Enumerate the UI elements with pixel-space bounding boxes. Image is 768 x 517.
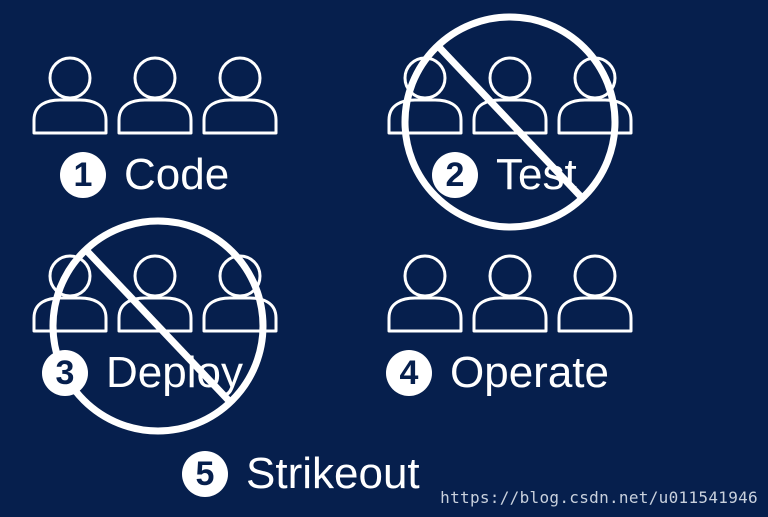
- person-icon: [557, 254, 633, 333]
- stage-label: Strikeout: [246, 449, 420, 498]
- stage-number-badge: 2: [432, 152, 478, 198]
- stage-label: Test: [496, 150, 577, 199]
- stage-operate: 4 Operate: [386, 350, 609, 396]
- stage-test: 2 Test: [432, 152, 577, 198]
- stage-number-badge: 1: [60, 152, 106, 198]
- stage-label: Operate: [450, 348, 609, 397]
- stage-number-badge: 4: [386, 350, 432, 396]
- stage-label: Deploy: [106, 348, 243, 397]
- person-icon: [557, 56, 633, 135]
- team-group-operate: [387, 254, 633, 333]
- stage-strikeout: 5 Strikeout: [182, 451, 420, 497]
- person-icon: [32, 56, 108, 135]
- person-icon: [117, 56, 193, 135]
- stage-number-badge: 5: [182, 451, 228, 497]
- person-icon: [472, 254, 548, 333]
- watermark-text: https://blog.csdn.net/u011541946: [440, 488, 758, 507]
- prohibit-icon: [401, 13, 619, 231]
- stage-code: 1 Code: [60, 152, 229, 198]
- stage-label: Code: [124, 150, 230, 199]
- person-icon: [387, 56, 463, 135]
- stage-number-badge: 3: [42, 350, 88, 396]
- person-icon: [387, 254, 463, 333]
- stage-deploy: 3 Deploy: [42, 350, 243, 396]
- prohibit-icon: [49, 217, 267, 435]
- person-icon: [202, 56, 278, 135]
- team-group-code: [32, 56, 278, 135]
